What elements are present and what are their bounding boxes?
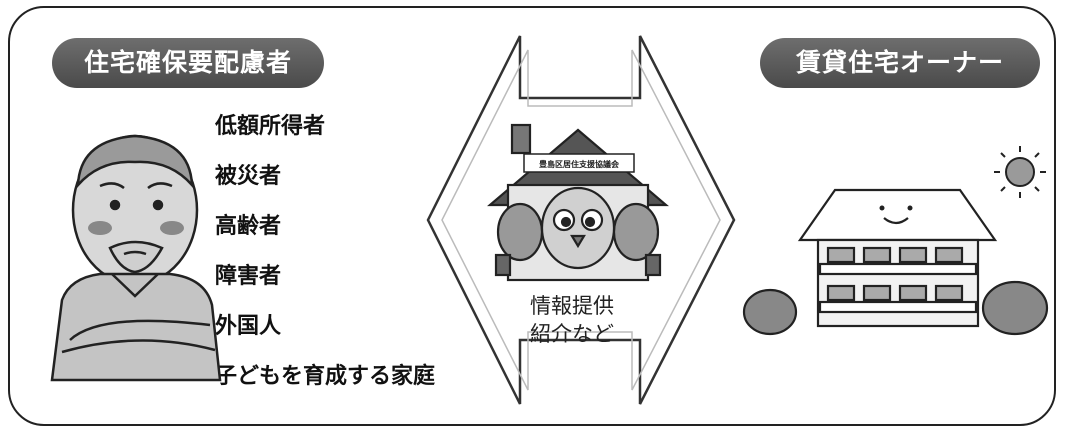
owl-mascot-house-icon: 豊島区居住支援協議会 [487, 123, 669, 282]
center-label: 情報提供 紹介など [512, 292, 632, 348]
elderly-man-arms-crossed-icon [50, 134, 222, 382]
group-disabled: 障害者 [215, 264, 282, 289]
smiling-apartment-building-icon [742, 188, 1049, 336]
center-label-line2: 紹介など [530, 322, 614, 346]
sun-icon [994, 146, 1046, 198]
landlord-heading: 賃貸住宅オーナー [760, 38, 1040, 88]
target-groups-list: 低額所得者 被災者 高齢者 障害者 外国人 子どもを育成する家庭 [215, 112, 435, 412]
group-foreigners: 外国人 [215, 314, 282, 339]
group-elderly: 高齢者 [215, 214, 282, 239]
group-low-income: 低額所得者 [215, 114, 326, 139]
housing-needy-heading: 住宅確保要配慮者 [52, 38, 324, 88]
center-label-line1: 情報提供 [530, 294, 614, 318]
house-sign-text: 豊島区居住支援協議会 [539, 159, 619, 169]
group-disaster-victims: 被災者 [215, 164, 282, 189]
group-child-rearing-households: 子どもを育成する家庭 [215, 364, 436, 389]
